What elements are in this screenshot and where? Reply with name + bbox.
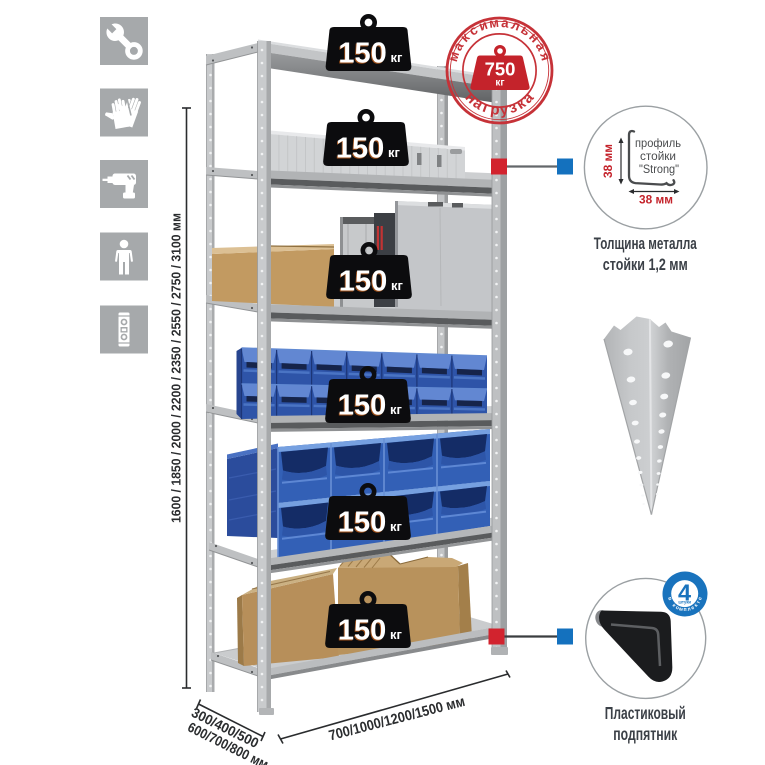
svg-text:м: м [678, 606, 683, 613]
svg-text:кг: кг [495, 78, 504, 89]
svg-text:у: у [499, 101, 510, 119]
svg-text:г: г [480, 99, 492, 117]
svg-text:е: е [690, 605, 696, 612]
svg-text:р: р [489, 101, 500, 119]
svg-text:я: я [537, 51, 554, 63]
svg-text:м: м [445, 50, 462, 64]
svg-text:"Strong": "Strong" [639, 162, 679, 176]
svg-text:Толщина металла: Толщина металла [594, 234, 697, 253]
svg-text:к: к [693, 602, 699, 608]
svg-text:а: а [501, 15, 511, 31]
svg-text:4: 4 [678, 580, 691, 606]
svg-text:е: е [697, 596, 704, 601]
svg-text:1600 / 1850 / 2000 / 2200 / 23: 1600 / 1850 / 2000 / 2200 / 2350 / 2550 … [169, 213, 184, 523]
svg-text:к: к [671, 603, 677, 609]
svg-text:профиль: профиль [635, 136, 681, 150]
svg-text:подпятник: подпятник [613, 724, 677, 744]
svg-text:38 мм: 38 мм [603, 144, 615, 178]
svg-text:о: о [674, 605, 680, 612]
svg-text:м: м [488, 15, 499, 31]
svg-text:38 мм: 38 мм [639, 195, 673, 207]
svg-text:Пластиковый: Пластиковый [605, 703, 686, 723]
svg-text:750: 750 [485, 59, 516, 80]
svg-text:п: п [683, 607, 686, 613]
svg-text:стойки: стойки [640, 149, 676, 163]
svg-text:л: л [687, 606, 692, 613]
svg-text:в: в [666, 596, 673, 601]
svg-text:стойки 1,2 мм: стойки 1,2 мм [603, 255, 688, 274]
svg-text:т: т [696, 599, 703, 605]
svg-text:штуки: штуки [678, 600, 691, 605]
